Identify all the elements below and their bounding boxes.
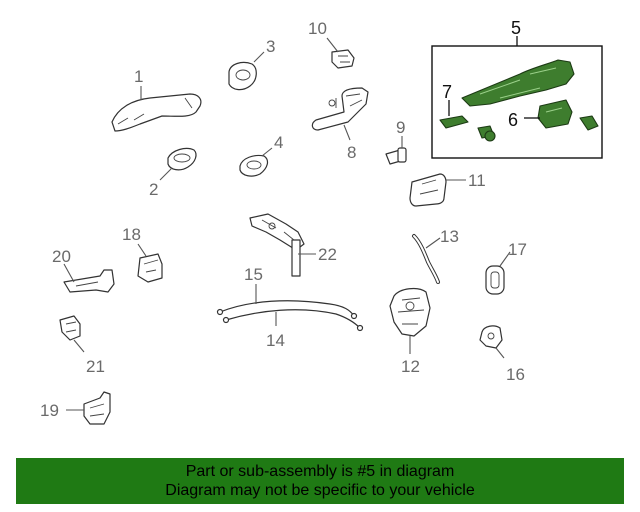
callout-19: 19: [40, 401, 59, 420]
leader-3: [253, 51, 265, 63]
leader-13: [425, 237, 441, 249]
callout-21: 21: [86, 357, 105, 376]
leader-16: [495, 347, 505, 359]
leader-2: [159, 167, 173, 181]
callout-15: 15: [244, 265, 263, 284]
part-10-clip[interactable]: [331, 49, 355, 69]
part-9-bolt[interactable]: [385, 147, 407, 165]
part-5-frame-green[interactable]: [461, 59, 575, 107]
part-21-hinge-bracket[interactable]: [59, 315, 81, 341]
callout-17: 17: [508, 240, 527, 259]
leader-20: [63, 263, 75, 283]
callout-14: 14: [266, 331, 285, 350]
part-17-bumper[interactable]: [485, 265, 505, 295]
leader-8: [343, 124, 351, 141]
callout-2: 2: [149, 180, 158, 199]
callout-16: 16: [506, 365, 525, 384]
part-11-cover[interactable]: [409, 173, 447, 207]
callout-4: 4: [274, 133, 283, 152]
callout-5: 5: [511, 18, 521, 38]
callout-7: 7: [442, 82, 452, 102]
leader-18: [137, 243, 147, 257]
parts-diagram: 1 2 3 4 10 8 9 11: [40, 18, 603, 425]
part-7-pad-green[interactable]: [439, 115, 469, 129]
part-4-inside-bezel[interactable]: [239, 154, 269, 177]
callout-6: 6: [508, 110, 518, 130]
part-22-latch-rod[interactable]: [249, 213, 305, 277]
part-1-outside-handle[interactable]: [111, 93, 202, 132]
callout-12: 12: [401, 357, 420, 376]
leader-17: [499, 251, 511, 267]
leader-21: [73, 339, 85, 353]
part-3-handle-cap[interactable]: [228, 61, 257, 91]
callout-22: 22: [318, 245, 337, 264]
callout-13: 13: [440, 227, 459, 246]
leader-10: [326, 37, 339, 53]
part-15-cable[interactable]: [216, 300, 358, 320]
part-5-screw-green[interactable]: [579, 115, 599, 131]
callout-18: 18: [122, 225, 141, 244]
callout-20: 20: [52, 247, 71, 266]
callout-9: 9: [396, 118, 405, 137]
info-banner: Part or sub-assembly is #5 in diagram Di…: [16, 458, 624, 504]
callout-3: 3: [266, 37, 275, 56]
part-16-striker[interactable]: [479, 325, 503, 349]
part-20-door-check[interactable]: [63, 269, 115, 293]
part-12-lock-assembly[interactable]: [389, 287, 431, 337]
leader-4: [261, 147, 273, 157]
part-5-bolt-green[interactable]: [477, 125, 496, 142]
banner-line-1: Part or sub-assembly is #5 in diagram: [185, 463, 455, 480]
part-8-inside-handle[interactable]: [311, 87, 369, 131]
part-18-hinge[interactable]: [137, 253, 163, 283]
callout-8: 8: [347, 143, 356, 162]
callout-10: 10: [308, 19, 327, 38]
part-5-assembly-box[interactable]: [431, 45, 603, 159]
part-13-rod[interactable]: [412, 234, 440, 284]
part-14-cable[interactable]: [222, 309, 364, 332]
callout-1: 1: [134, 67, 143, 86]
part-19-lower-hinge[interactable]: [83, 391, 111, 425]
callout-11: 11: [468, 171, 486, 190]
part-2-bezel[interactable]: [167, 147, 197, 171]
banner-line-2: Diagram may not be specific to your vehi…: [165, 482, 475, 499]
